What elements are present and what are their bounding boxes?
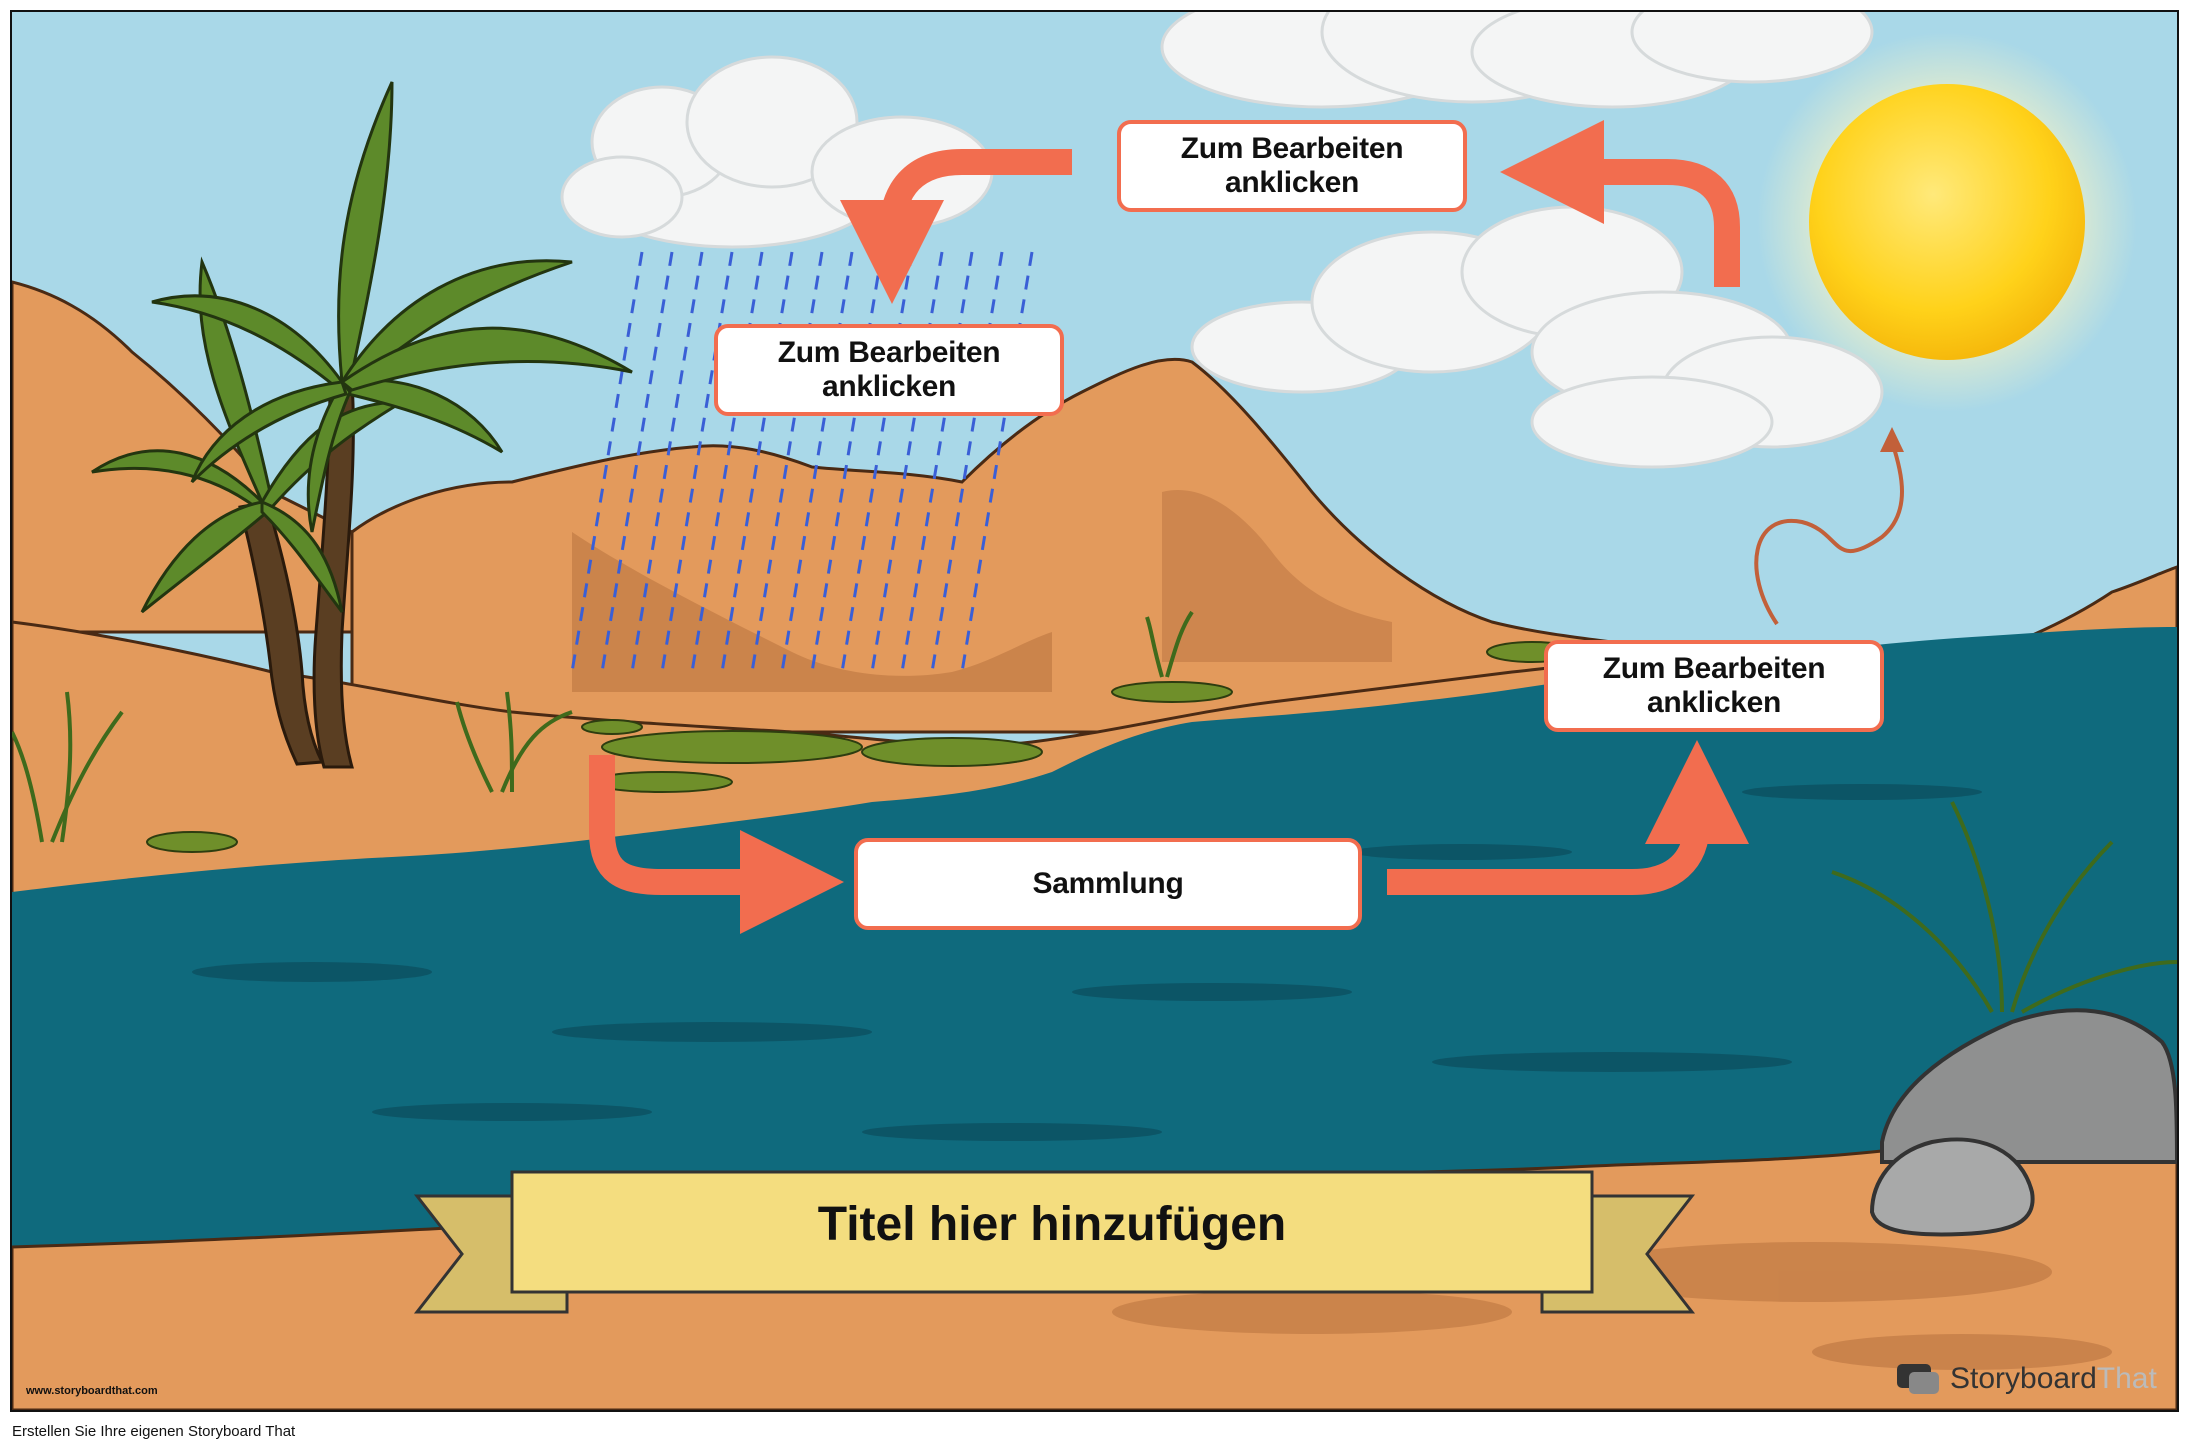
storyboard-logo-icon <box>1897 1364 1939 1394</box>
palm-tree-icon <box>91 81 633 769</box>
precipitation-label[interactable]: Zum Bearbeiten anklicken <box>714 324 1064 416</box>
condensation-arrow <box>840 149 1072 304</box>
grass-tuft <box>12 610 2177 1014</box>
collection-to-evaporation-arrow <box>1387 740 1749 895</box>
runoff-arrow <box>589 755 844 934</box>
precipitation-label-text: Zum Bearbeiten anklicken <box>777 336 1001 403</box>
footer-caption[interactable]: Erstellen Sie Ihre eigenen Storyboard Th… <box>12 1423 296 1440</box>
top-process-label[interactable]: Zum Bearbeiten anklicken <box>1117 120 1467 212</box>
collection-label-text: Sammlung <box>1032 867 1184 900</box>
watermark-url: www.storyboardthat.com <box>26 1385 158 1397</box>
moss-patches <box>146 641 1578 853</box>
evaporation-wave <box>1754 441 1904 626</box>
evaporation-label-text: Zum Bearbeiten anklicken <box>1602 652 1826 719</box>
rock-icon <box>1869 1008 2177 1237</box>
evaporation-wave-head <box>1880 427 1904 452</box>
vapor-rise-arrow <box>1500 120 1740 287</box>
dune-shade <box>1162 490 1392 662</box>
brand-word-that: That <box>2096 1362 2157 1395</box>
sand-shadows <box>1112 1242 2112 1370</box>
sun-icon <box>1757 32 2137 412</box>
collection-label[interactable]: Sammlung <box>854 838 1362 930</box>
flow-arrows <box>589 120 1749 934</box>
cloud-icon <box>1190 205 1884 469</box>
top-process-label-text: Zum Bearbeiten anklicken <box>1180 132 1404 199</box>
title-banner <box>413 1170 1696 1314</box>
evaporation-label[interactable]: Zum Bearbeiten anklicken <box>1544 640 1884 732</box>
cloud-icon <box>1160 12 1874 109</box>
lake-water <box>12 627 2177 1247</box>
cloud-icon <box>560 55 994 249</box>
dune-shade <box>572 532 1052 692</box>
water-ripples <box>192 784 1982 1141</box>
brand-word-storyboard: Storyboard <box>1950 1362 2097 1395</box>
scene-canvas: Zum Bearbeiten anklicken Zum Bearbeiten … <box>10 10 2179 1412</box>
page-title[interactable]: Titel hier hinzufügen <box>817 1197 1287 1251</box>
